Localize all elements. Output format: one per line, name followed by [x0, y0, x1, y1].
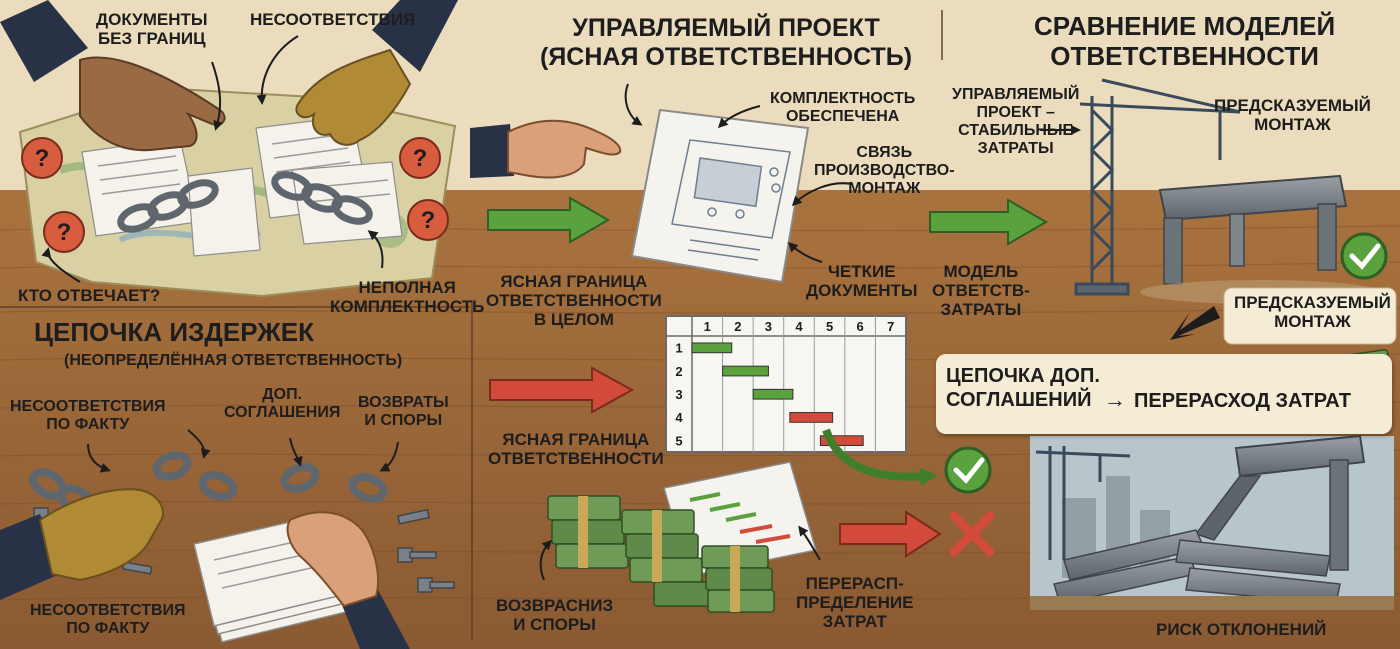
check-icon [944, 446, 992, 494]
predictable-label-box [1223, 287, 1397, 345]
svg-text:?: ? [413, 145, 428, 172]
arrow-green-1 [487, 196, 610, 244]
gantt-column-label: 5 [826, 319, 833, 334]
gantt-row-label: 1 [675, 341, 682, 356]
overrun-label: ПЕРЕРАСХОД ЗАТРАТ [1134, 390, 1351, 412]
gantt-column-label: 3 [765, 319, 772, 334]
gantt-bar [789, 412, 834, 423]
pointer-arrows-bottom-left [87, 429, 399, 473]
gantt-bar [722, 365, 769, 377]
gantt-bar [819, 435, 864, 447]
arrow-red-1 [489, 366, 635, 414]
nonconformities-label: НЕСООТВЕТСТВИЯ [250, 10, 416, 29]
question-icon: ? [21, 137, 63, 179]
gantt-row-label: 5 [675, 433, 682, 448]
cost-chain-subtitle: (НЕОПРЕДЕЛЁННАЯ ОТВЕТСТВЕННОСТЬ) [64, 352, 403, 369]
gantt-column-label: 6 [857, 319, 864, 334]
addenda-chain-banner: ЦЕПОЧКА ДОП.СОГЛАШЕНИЙ → ПЕРЕРАСХОД ЗАТР… [936, 354, 1392, 434]
broken-chain-top [117, 171, 373, 233]
arrow-down-left [1170, 306, 1220, 340]
blueprint-document [630, 108, 810, 284]
gantt-column-label: 1 [704, 319, 711, 334]
svg-text:?: ? [35, 145, 50, 172]
chain-addenda-label: ЦЕПОЧКА ДОП.СОГЛАШЕНИЙ [946, 365, 1100, 411]
gantt-row-label: 3 [675, 387, 682, 402]
glove-right [295, 0, 458, 146]
gantt-bar [691, 342, 733, 354]
check-icon [1340, 232, 1388, 280]
crane-right [1074, 78, 1241, 296]
gantt-column-label: 4 [795, 319, 803, 334]
who-answers-label: КТО ОТВЕЧАЕТ? [18, 286, 161, 305]
gantt-column-label: 7 [887, 319, 894, 334]
arrow-red-2 [839, 510, 942, 558]
deviation-risk-label: РИСК ОТКЛОНЕНИЙ [1156, 620, 1327, 639]
addenda-label: ДОП.СОГЛАШЕНИЯ [224, 386, 341, 421]
gantt-bar [752, 388, 794, 400]
chain-pieces [29, 451, 388, 516]
question-icon: ? [43, 211, 85, 253]
hand-left [0, 0, 226, 152]
arrow-glyph-icon: → [1104, 387, 1126, 412]
svg-text:?: ? [57, 219, 72, 246]
arrow-green-2 [929, 198, 1048, 246]
glove-bottom [0, 488, 165, 600]
gantt-row-label: 2 [675, 364, 682, 379]
pointer-arrows-top-center [624, 83, 853, 263]
gantt-chart: 1 2 3 4 5 6 7 1 2 3 4 5 [665, 315, 907, 453]
pointer-arrows-top-left [41, 35, 384, 283]
cross-icon [949, 511, 995, 557]
gantt-row-label: 4 [675, 410, 683, 425]
money-stacks [547, 495, 775, 613]
gantt-column-label: 2 [734, 319, 741, 334]
deviation-scene [1030, 434, 1394, 610]
svg-text:?: ? [421, 207, 436, 234]
hand-offering [470, 119, 622, 179]
cost-chain-title: ЦЕПОЧКА ИЗДЕРЖЕК [34, 317, 314, 347]
panel-dividers [0, 10, 943, 640]
gantt-green-arrow [822, 428, 938, 486]
question-icons: ? ? ? ? [21, 137, 449, 253]
question-icon: ? [407, 199, 449, 241]
managed-project-title: УПРАВЛЯЕМЫЙ ПРОЕКТ(ЯСНАЯ ОТВЕТСТВЕННОСТЬ… [540, 14, 913, 71]
pointer-arrows-bottom-center [539, 525, 821, 581]
question-icon: ? [399, 137, 441, 179]
hand-bottom [286, 511, 410, 649]
